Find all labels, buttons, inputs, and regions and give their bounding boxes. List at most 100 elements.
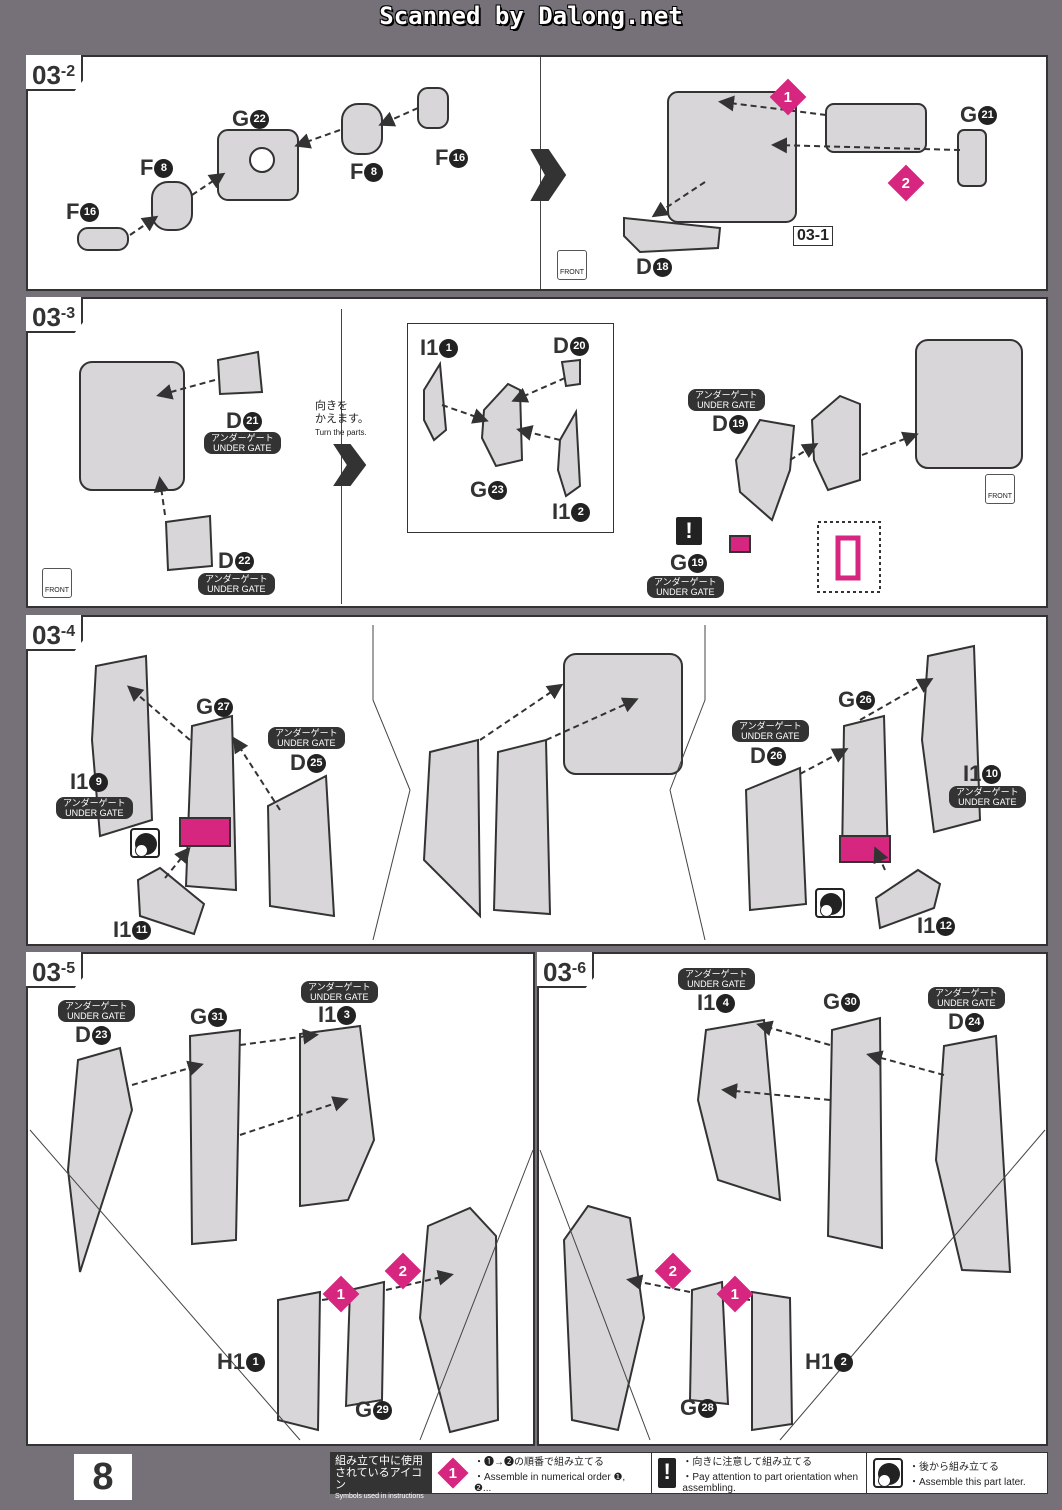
legend-orientation: ! ・向きに注意して組み立てる・Pay attention to part or… — [651, 1453, 866, 1494]
label-text: D — [226, 408, 242, 433]
part-number-badge: 22 — [250, 109, 270, 129]
label-text: UNDER GATE — [310, 992, 369, 1002]
step-number: 03 — [543, 957, 572, 987]
label-text: UNDER GATE — [207, 584, 266, 594]
step-sub: -4 — [60, 623, 76, 640]
step-title: 03-3 — [26, 297, 84, 333]
legend-later: ・後から組み立てる・Assemble this part later. — [866, 1453, 1047, 1493]
assemble-later-icon — [815, 888, 845, 918]
label-text: FRONT — [559, 269, 585, 276]
label-text: I1 — [318, 1002, 337, 1027]
label-text: I1 — [697, 990, 716, 1015]
label-text: G — [823, 989, 841, 1014]
label-text: G — [670, 550, 688, 575]
label-text: H1 — [805, 1349, 834, 1374]
label-text: G — [680, 1395, 698, 1420]
label-text: アンダーゲート — [308, 982, 371, 992]
label-text: D — [636, 254, 652, 279]
part-number-badge: 21 — [242, 411, 262, 431]
part-number-badge: 26 — [856, 690, 876, 710]
ref-03-1: 03-1 — [793, 226, 834, 246]
assemble-later-icon — [873, 1458, 903, 1488]
label-text: G — [470, 477, 488, 502]
part-number-badge: 2 — [571, 502, 591, 522]
part-number-badge: 8 — [154, 158, 174, 178]
label-text: G — [232, 106, 250, 131]
label-text: アンダーゲート — [654, 577, 717, 587]
label-text: G — [355, 1397, 373, 1422]
label-text: D — [75, 1022, 91, 1047]
label-text: FRONT — [987, 493, 1013, 500]
label-text: 1 — [448, 1464, 458, 1482]
step-number: 03 — [32, 620, 61, 650]
step-title: 03-4 — [26, 615, 84, 651]
label-text: D — [750, 743, 766, 768]
label-text: H1 — [217, 1349, 246, 1374]
step-title: 03-6 — [537, 952, 595, 988]
part-number-badge: 30 — [841, 992, 861, 1012]
part-number-badge: 16 — [80, 202, 100, 222]
order-icon: 1 — [437, 1457, 469, 1489]
part-number-badge: 2 — [834, 1352, 854, 1372]
turn-parts-note: 向きをかえます。Turn the parts. — [315, 400, 369, 437]
label-text: UNDER GATE — [656, 587, 715, 597]
part-number-badge: 18 — [652, 257, 672, 277]
label-text: I1 — [552, 499, 571, 524]
label-text: I1 — [963, 761, 982, 786]
part-number-badge: 8 — [364, 162, 384, 182]
part-number-badge: 19 — [728, 414, 748, 434]
part-number-badge: 22 — [234, 551, 254, 571]
part-number-badge: 31 — [208, 1007, 228, 1027]
step-03-4-panel: 03-4 — [26, 615, 1048, 946]
part-number-badge: 3 — [337, 1005, 357, 1025]
label-text: I1 — [420, 335, 439, 360]
label-text: I1 — [113, 917, 132, 942]
front-icon: FRONT — [42, 568, 72, 598]
step-03-2-panel: 03-2 — [26, 55, 1048, 291]
label-text: G — [838, 687, 856, 712]
label-text: I1 — [70, 769, 89, 794]
step-03-3-panel: 03-3 — [26, 297, 1048, 608]
label-text: 2 — [668, 1262, 678, 1280]
part-number-badge: 11 — [132, 920, 152, 940]
label-text: アンダーゲート — [695, 390, 758, 400]
label-text: UNDER GATE — [213, 443, 272, 453]
part-number-badge: 20 — [569, 336, 589, 356]
front-icon: FRONT — [985, 474, 1015, 504]
part-number-badge: 23 — [488, 480, 508, 500]
part-number-badge: 23 — [91, 1025, 111, 1045]
step-sub: -6 — [571, 960, 587, 977]
orientation-icon: ! — [658, 1458, 677, 1488]
label-text: UNDER GATE — [277, 738, 336, 748]
label-text: アンダーゲート — [65, 1001, 128, 1011]
front-icon: FRONT — [557, 250, 587, 280]
label-text: アンダーゲート — [956, 787, 1019, 797]
